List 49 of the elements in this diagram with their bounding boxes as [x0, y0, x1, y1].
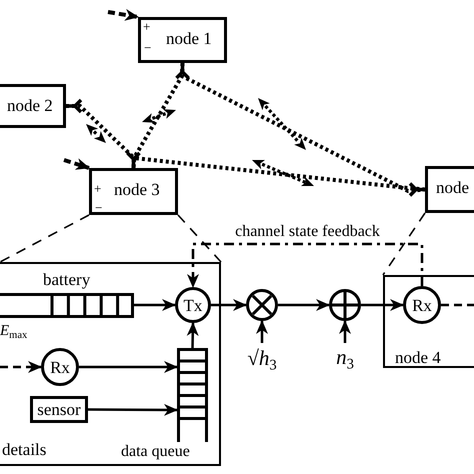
node-label: battery — [43, 270, 90, 288]
transmitter-circle — [175, 287, 211, 323]
node-label: details — [2, 441, 46, 458]
arrow — [186, 322, 199, 348]
wireless-link — [132, 156, 426, 192]
receiver-circle — [41, 348, 79, 386]
energy-arrow — [63, 158, 90, 170]
node-label: node 2 — [7, 97, 53, 114]
arrow — [361, 299, 404, 311]
details-panel — [0, 262, 221, 466]
arrow — [79, 361, 178, 373]
node-label: node 3 — [114, 181, 160, 198]
arrow — [88, 404, 178, 416]
arrow — [0, 361, 42, 373]
node-caption: E$_{max}$ — [0, 324, 28, 338]
multiplier-symbol — [246, 289, 278, 321]
node-label: sensor — [36, 399, 82, 420]
math-label: √h$_{3}$ — [246, 344, 278, 373]
node-box — [0, 84, 66, 128]
connector-line — [177, 214, 222, 263]
connector-line — [382, 212, 426, 276]
energy-arrow — [108, 8, 139, 21]
arrow — [211, 299, 247, 311]
adder-symbol — [329, 289, 361, 321]
arrow — [278, 299, 330, 311]
node-label: node — [436, 179, 470, 196]
arrow — [187, 242, 424, 288]
sensor-box — [30, 396, 88, 423]
node-label: Rx — [411, 294, 433, 316]
polarity-sign: + — [143, 20, 150, 33]
receiver-circle — [403, 286, 441, 324]
polarity-sign: − — [144, 41, 152, 54]
connector-line — [0, 214, 90, 263]
node-label: node 1 — [166, 30, 212, 47]
connector-line — [441, 304, 474, 306]
node-box — [425, 166, 474, 213]
math-label: n$_{3}$ — [335, 344, 355, 371]
arrow — [339, 320, 351, 343]
node-label: node 4 — [395, 349, 441, 366]
arrow — [134, 299, 176, 311]
node-panel — [383, 275, 474, 368]
node-box — [89, 168, 178, 215]
arrow — [256, 320, 268, 343]
node-label: Tx — [182, 294, 204, 316]
node-label: data queue — [121, 444, 190, 460]
polarity-sign: + — [94, 182, 102, 195]
node-box — [138, 17, 227, 63]
polarity-sign: − — [95, 201, 102, 214]
node-label: Rx — [49, 356, 71, 378]
